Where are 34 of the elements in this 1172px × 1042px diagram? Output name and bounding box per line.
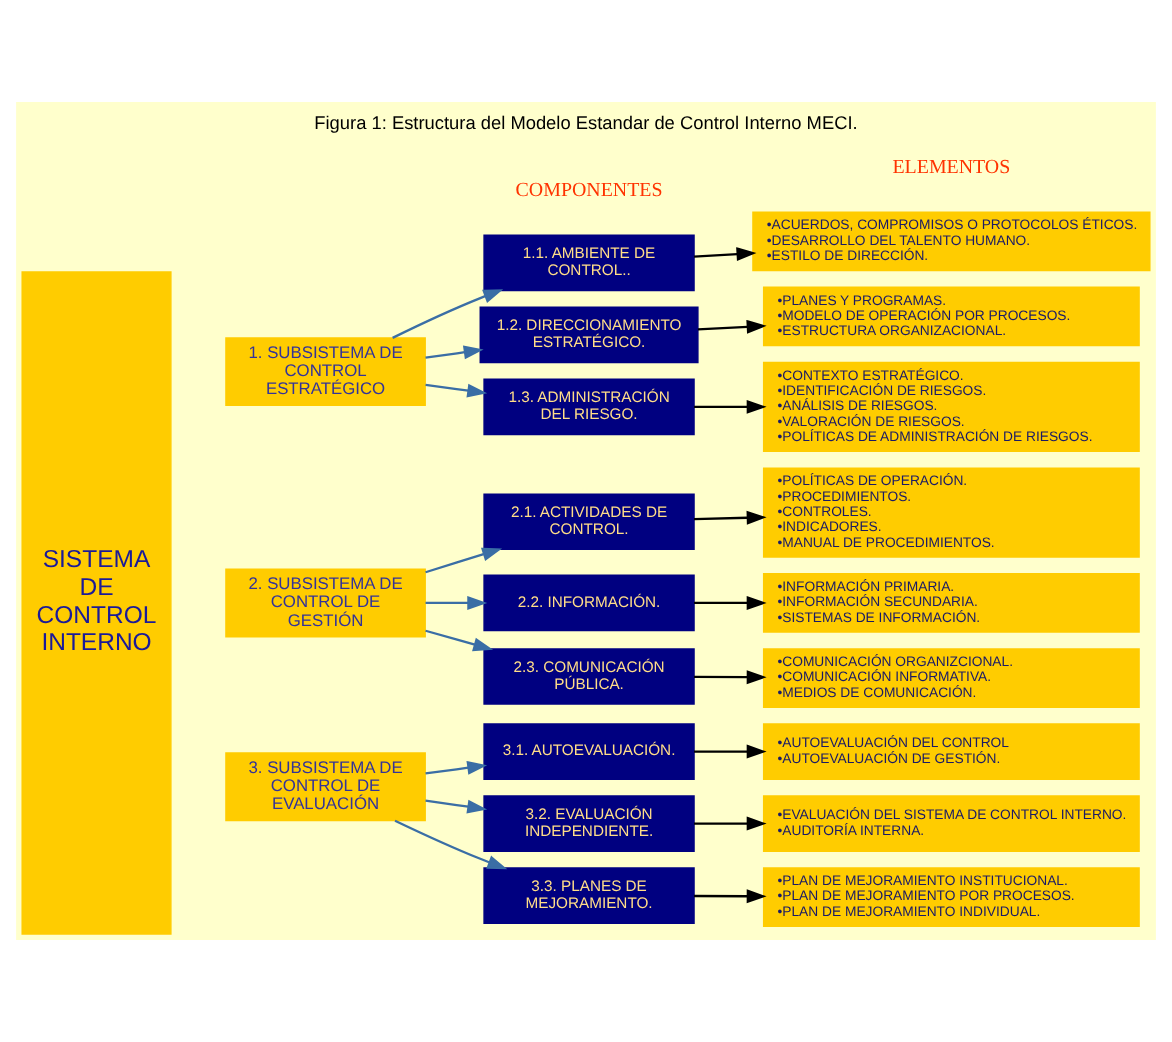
arrow bbox=[694, 816, 767, 831]
node-box: 1.1. AMBIENTE DE CONTROL.. bbox=[483, 234, 695, 292]
arrow bbox=[694, 670, 767, 685]
node-box: 2.2. INFORMACIÓN. bbox=[483, 574, 695, 632]
node-box: 1.3. ADMINISTRACIÓN DEL RIESGO. bbox=[483, 378, 695, 436]
node-box: 2.1. ACTIVIDADES DE CONTROL. bbox=[483, 493, 695, 551]
arrow bbox=[425, 629, 494, 652]
arrow bbox=[425, 760, 488, 775]
node-box: 1. SUBSISTEMA DE CONTROL ESTRATÉGICO bbox=[225, 337, 426, 407]
node-box: 2.3. COMUNICACIÓN PÚBLICA. bbox=[483, 648, 695, 705]
arrow bbox=[425, 345, 484, 360]
arrow bbox=[694, 889, 767, 904]
node-box: 3.1. AUTOEVALUACIÓN. bbox=[483, 723, 695, 780]
arrow bbox=[425, 799, 488, 814]
arrow bbox=[697, 319, 767, 334]
label: COMPONENTES bbox=[515, 180, 663, 203]
arrow bbox=[694, 744, 767, 759]
arrow bbox=[392, 289, 504, 339]
node-box: 1.2. DIRECCIONAMIENTO ESTRATÉGICO. bbox=[479, 306, 699, 364]
node-box: SISTEMA DE CONTROL INTERNO bbox=[21, 271, 172, 935]
arrow bbox=[425, 383, 488, 398]
label: ELEMENTOS bbox=[892, 157, 1011, 180]
arrow bbox=[425, 595, 488, 610]
arrow bbox=[394, 819, 508, 870]
arrow bbox=[694, 595, 767, 610]
diagram-title: Figura 1: Estructura del Modelo Estandar de Control Interno MECI. bbox=[314, 112, 858, 133]
arrow bbox=[693, 247, 757, 262]
arrow bbox=[694, 510, 767, 525]
arrow bbox=[425, 547, 503, 574]
node-box: 3. SUBSISTEMA DE CONTROL DE EVALUACIÓN bbox=[225, 752, 426, 822]
node-box: 3.2. EVALUACIÓN INDEPENDIENTE. bbox=[483, 795, 695, 852]
node-box: 3.3. PLANES DE MEJORAMIENTO. bbox=[483, 867, 695, 924]
arrow bbox=[694, 399, 767, 414]
node-box: 2. SUBSISTEMA DE CONTROL DE GESTIÓN bbox=[225, 568, 426, 638]
